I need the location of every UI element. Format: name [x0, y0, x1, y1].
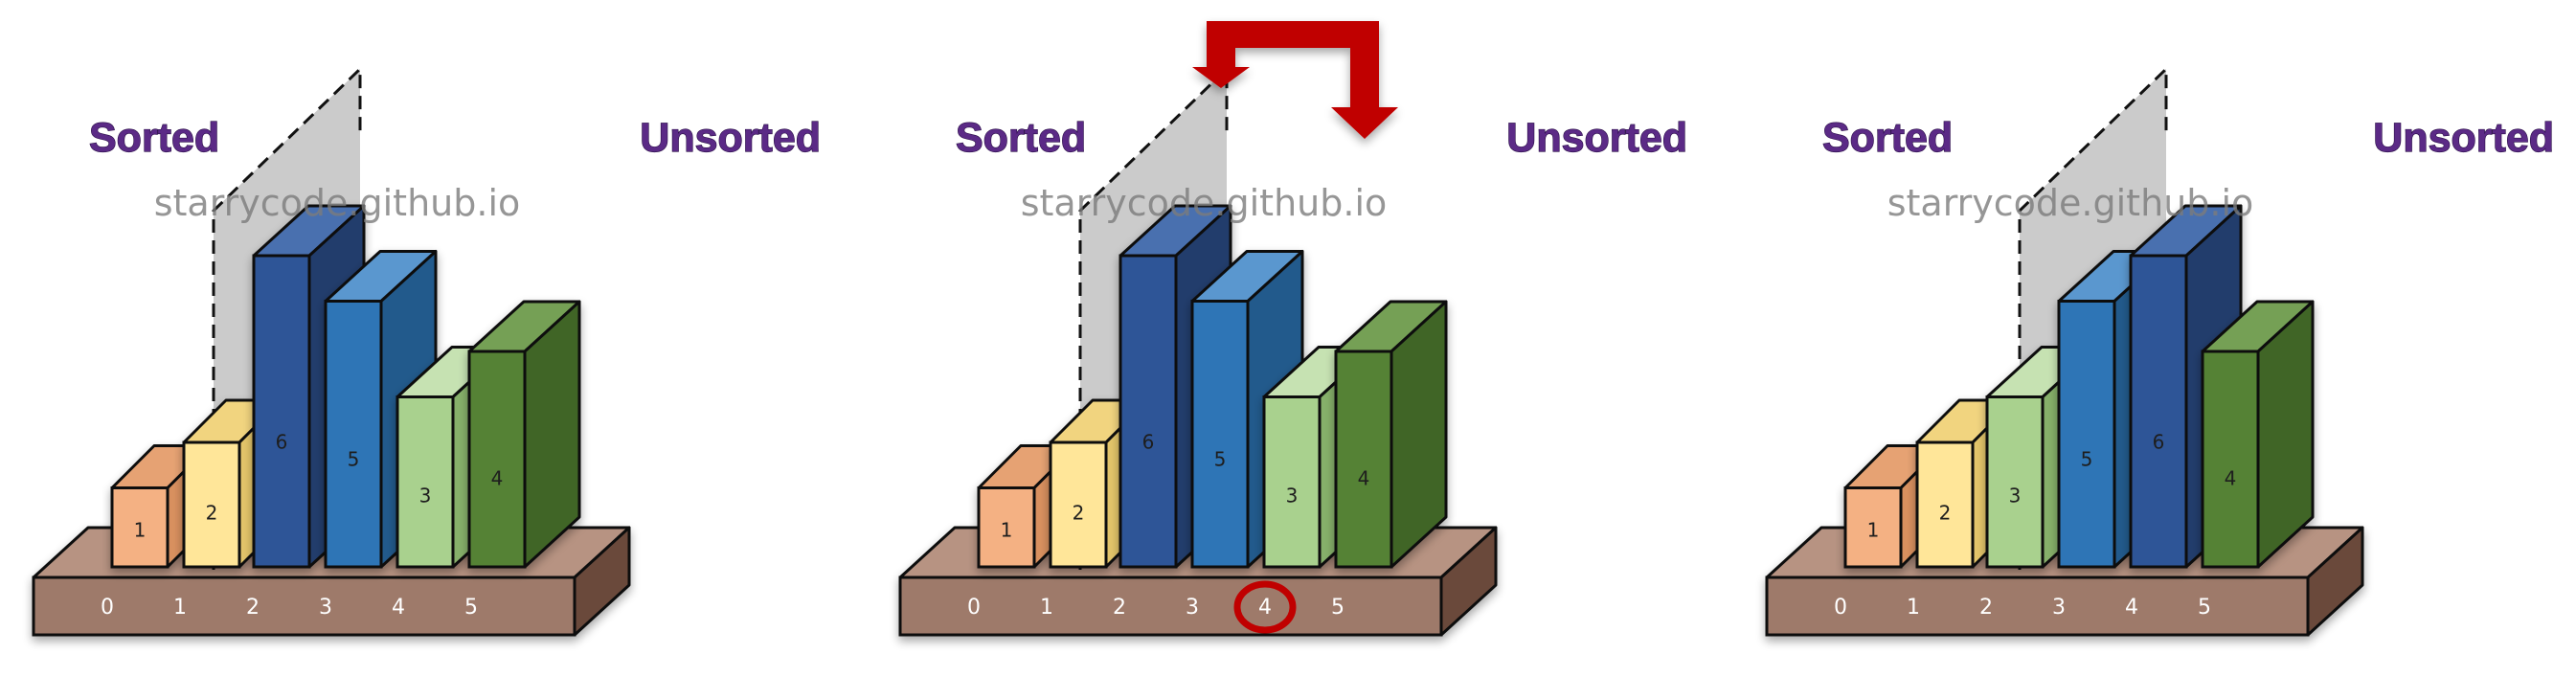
bar-label: 6 — [276, 431, 288, 454]
array-index-4: 4 — [392, 596, 405, 620]
move-arrow-icon — [1192, 21, 1398, 139]
bar-label: 2 — [206, 502, 218, 525]
sort-step-panel-2: 0 1 2 3 4 5 1 2 6 5 3 4 Sorted Unsorted starrycode.git… — [898, 21, 1688, 637]
bar-label: 1 — [1001, 519, 1013, 542]
array-index-3: 3 — [2052, 596, 2066, 620]
bar-label: 5 — [348, 448, 360, 471]
bar-value-6 — [2129, 204, 2243, 569]
highlight-circle — [1233, 580, 1297, 634]
unsorted-label: Unsorted — [1506, 115, 1687, 161]
bar-label: 1 — [134, 519, 147, 542]
array-index-5: 5 — [1331, 596, 1344, 620]
array-index-0: 0 — [967, 596, 981, 620]
array-index-2: 2 — [1979, 596, 1993, 620]
bar-value-4 — [467, 300, 581, 569]
array-index-5: 5 — [2198, 596, 2211, 620]
array-index-0: 0 — [101, 596, 114, 620]
bar-label: 2 — [1939, 502, 1952, 525]
array-index-1: 1 — [1040, 596, 1053, 620]
bar-label: 3 — [1286, 485, 1299, 508]
array-index-2: 2 — [246, 596, 260, 620]
array-index-0: 0 — [1834, 596, 1847, 620]
bar-label: 4 — [491, 467, 504, 490]
array-index-1: 1 — [173, 596, 187, 620]
bar-label: 5 — [2081, 448, 2093, 471]
sort-step-panel-1: 0 1 2 3 4 5 1 2 6 5 3 4 Sorted Unsorted starrycode.git… — [32, 65, 822, 637]
sorted-label: Sorted — [1822, 115, 1953, 161]
bar-value-4 — [2201, 300, 2315, 569]
bar-label: 4 — [1358, 467, 1370, 490]
sorted-label: Sorted — [956, 115, 1086, 161]
sort-step-panel-3: 0 1 2 3 4 5 1 2 3 5 6 4 Sorted Unsorted starrycode.git… — [1765, 65, 2555, 637]
bar-label: 3 — [2009, 485, 2022, 508]
array-index-4: 4 — [2125, 596, 2138, 620]
bar-label: 6 — [1142, 431, 1155, 454]
bar-label: 4 — [2225, 467, 2237, 490]
array-index-4: 4 — [1258, 596, 1272, 620]
array-index-1: 1 — [1907, 596, 1920, 620]
array-index-2: 2 — [1113, 596, 1126, 620]
watermark: starrycode.github.io — [1021, 182, 1388, 224]
array-index-3: 3 — [319, 596, 332, 620]
bar-value-4 — [1334, 300, 1448, 569]
bar-label: 2 — [1073, 502, 1085, 525]
bar-label: 3 — [419, 485, 432, 508]
array-index-3: 3 — [1186, 596, 1199, 620]
array-index-5: 5 — [464, 596, 478, 620]
unsorted-label: Unsorted — [2373, 115, 2554, 161]
bar-label: 1 — [1867, 519, 1880, 542]
bar-label: 6 — [2153, 431, 2165, 454]
unsorted-label: Unsorted — [640, 115, 821, 161]
watermark: starrycode.github.io — [154, 182, 521, 224]
watermark: starrycode.github.io — [1887, 182, 2254, 224]
bar-label: 5 — [1214, 448, 1227, 471]
bar-value-1 — [1843, 444, 1945, 569]
sorted-label: Sorted — [89, 115, 219, 161]
